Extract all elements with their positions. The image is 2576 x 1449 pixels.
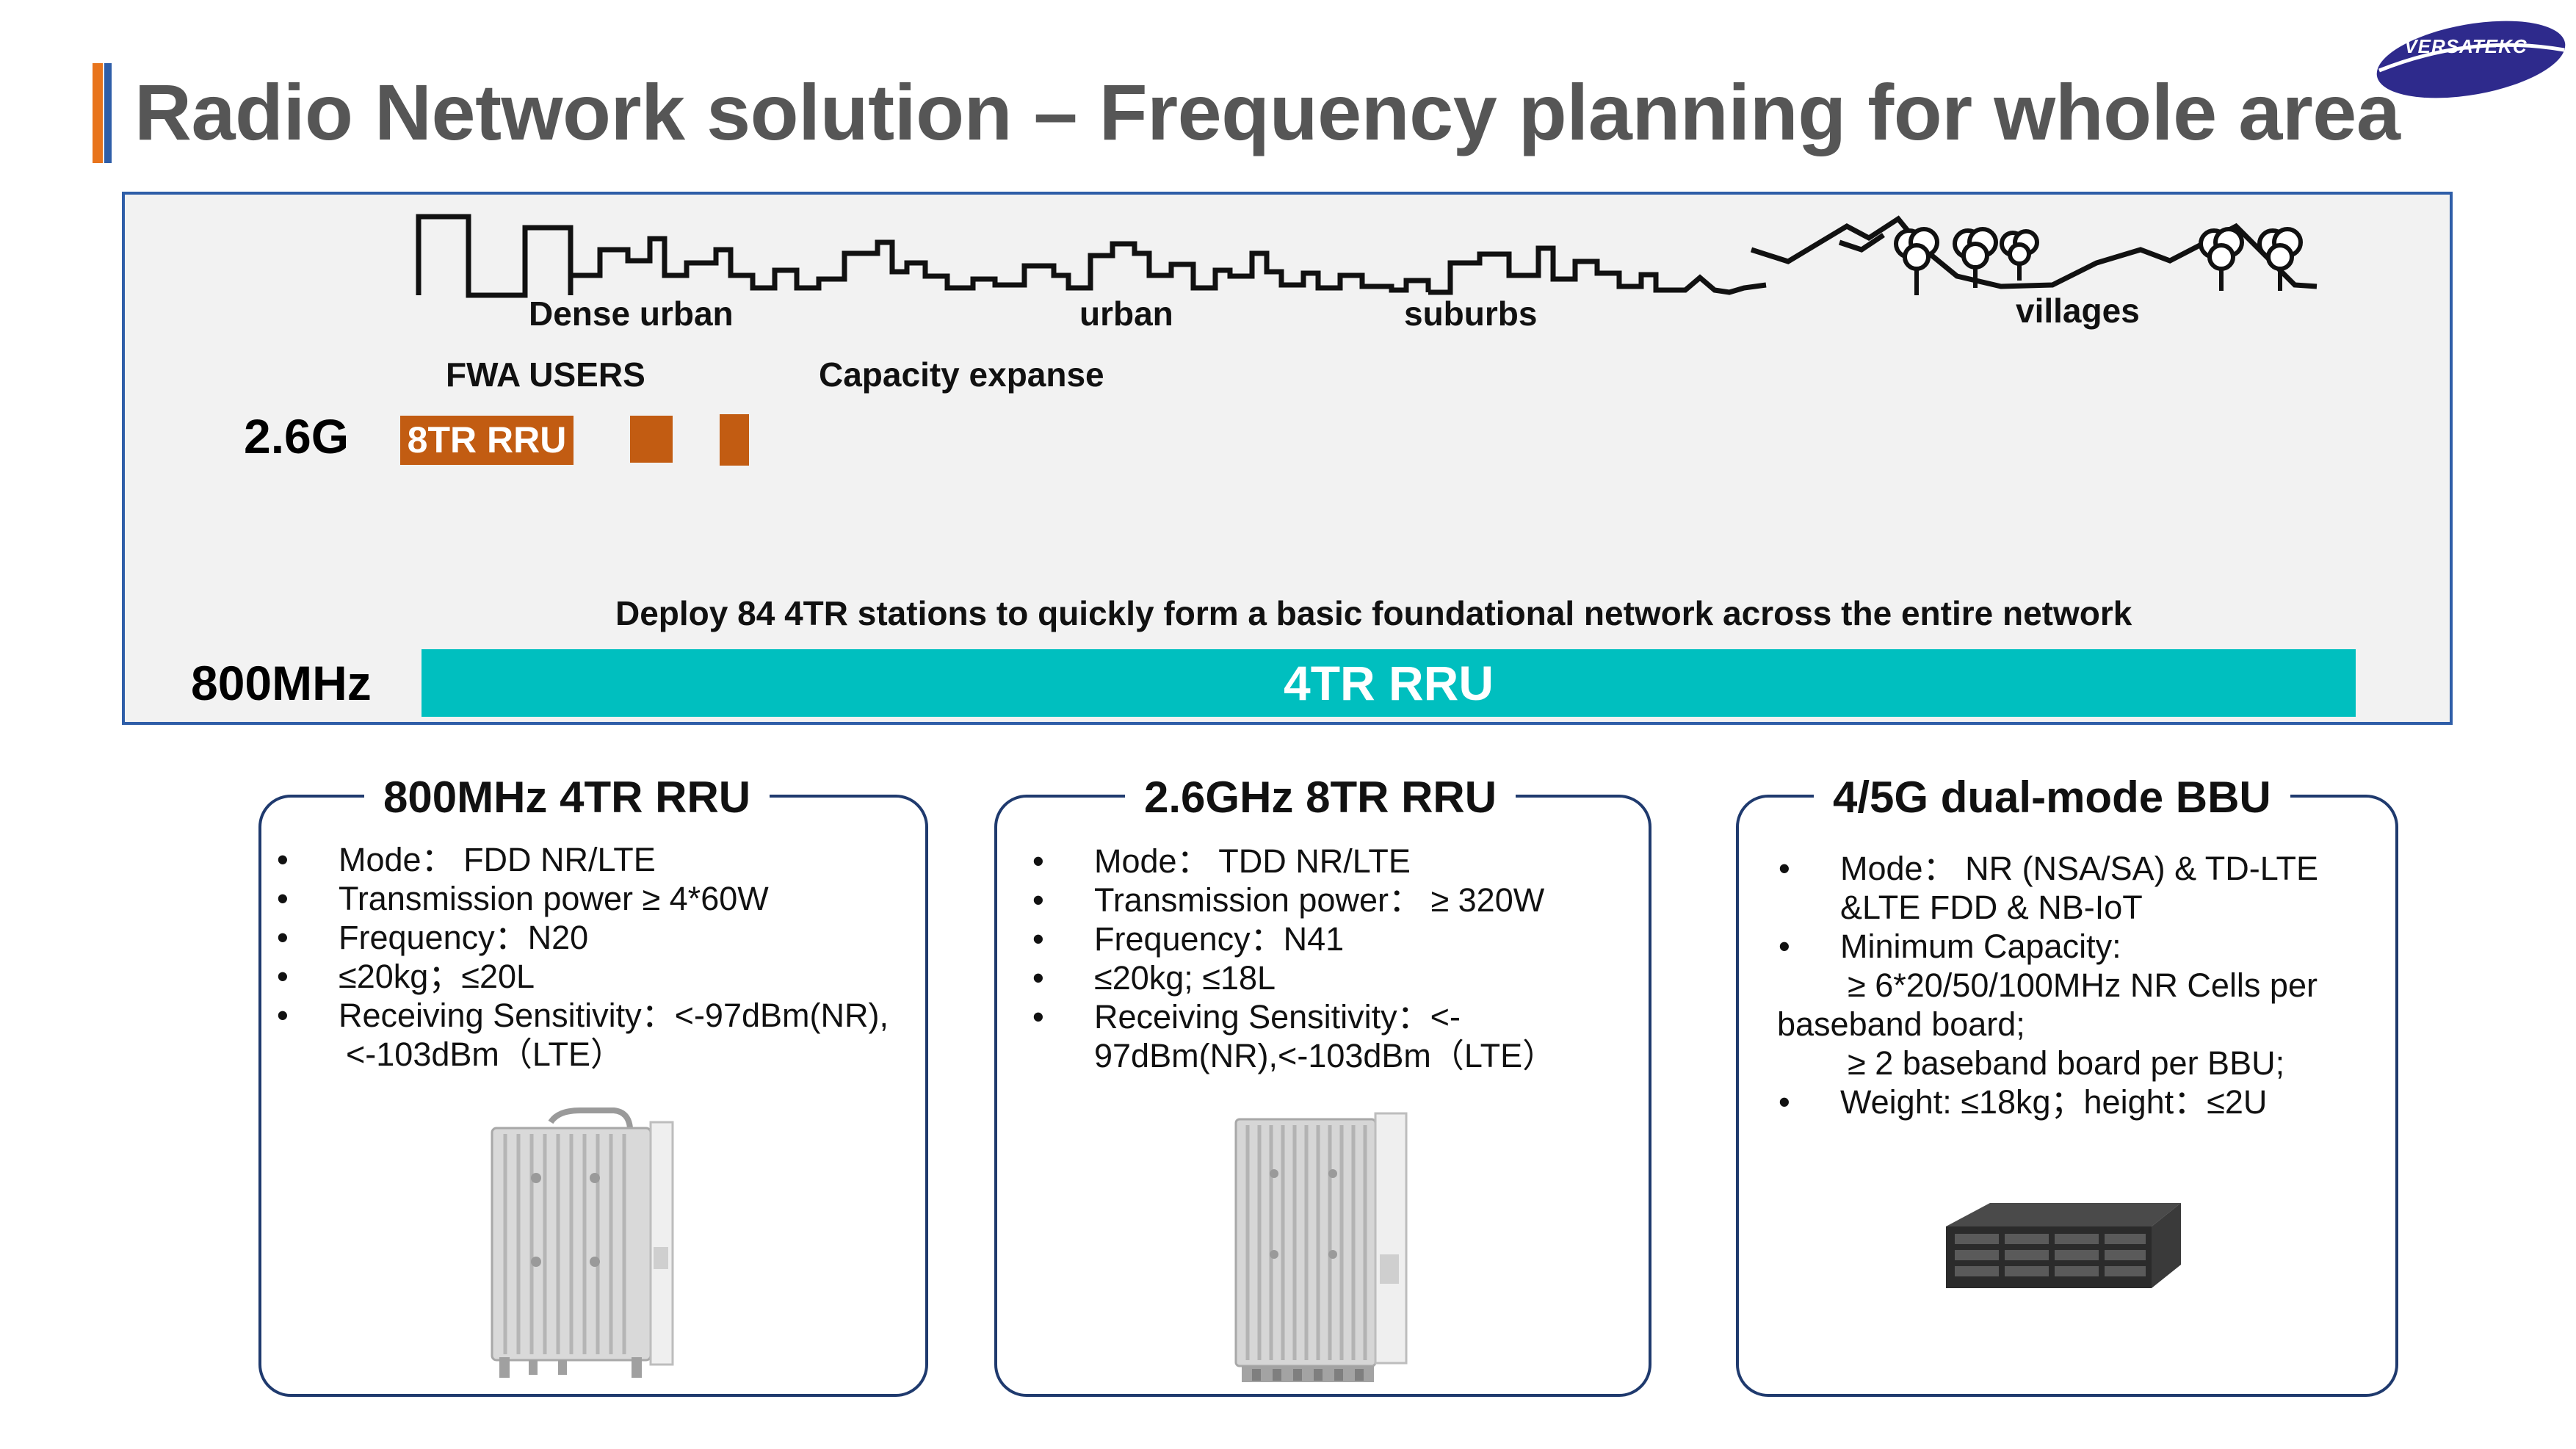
company-logo bbox=[2376, 21, 2566, 98]
zone-label-urban: urban bbox=[1079, 295, 1173, 333]
spec-item: Mode： NR (NSA/SA) & TD-LTE bbox=[1777, 849, 2394, 888]
page-title: Radio Network solution – Frequency plann… bbox=[134, 68, 2400, 156]
spec-item-continuation: baseband board; bbox=[1777, 1005, 2025, 1043]
spec-item-continuation: ≥ 6*20/50/100MHz NR Cells per bbox=[1848, 966, 2318, 1004]
skyline-illustration bbox=[416, 214, 2318, 298]
spec-item: Transmission power ≥ 4*60W bbox=[275, 879, 922, 918]
spec-item-continuation: ≥ 2 baseband board per BBU; bbox=[1848, 1044, 2285, 1082]
fwa-users-label: FWA USERS bbox=[446, 355, 645, 394]
capacity-expanse-label: Capacity expanse bbox=[819, 355, 1104, 394]
rru-device-image bbox=[1234, 1112, 1408, 1382]
zone-label-villages: villages bbox=[2016, 292, 2140, 330]
band-label-800mhz: 800MHz bbox=[191, 656, 372, 710]
card-title: 800MHz 4TR RRU bbox=[383, 773, 751, 822]
spec-item: Minimum Capacity: bbox=[1777, 927, 2394, 966]
rru-device-image bbox=[491, 1107, 674, 1378]
title-accent-bar-blue bbox=[104, 63, 112, 163]
zone-label-suburbs: suburbs bbox=[1404, 295, 1538, 333]
band-label-2-6g: 2.6G bbox=[244, 409, 350, 463]
spec-item-continuation: 97dBm(NR),<-103dBm（LTE） bbox=[1094, 1037, 1556, 1074]
spec-item-continuation: &LTE FDD & NB-IoT bbox=[1840, 889, 2143, 926]
card-spec-list: Mode： NR (NSA/SA) & TD-LTE &LTE FDD & NB… bbox=[1777, 849, 2394, 1121]
card-title: 2.6GHz 8TR RRU bbox=[1144, 773, 1497, 822]
spec-item: Mode： FDD NR/LTE bbox=[275, 840, 922, 879]
card-spec-list: Mode： TDD NR/LTE Transmission power： ≥ 3… bbox=[1031, 842, 1648, 1075]
rru-4tr-bar: 4TR RRU bbox=[422, 649, 2356, 717]
spec-item: Receiving Sensitivity：<- bbox=[1031, 997, 1648, 1036]
title-accent-bar bbox=[93, 63, 103, 163]
spec-item: Transmission power： ≥ 320W bbox=[1031, 881, 1648, 919]
card-title-wrap: 4/5G dual-mode BBU bbox=[1814, 768, 2290, 827]
rru-8tr-capacity-block-small bbox=[720, 414, 749, 466]
spec-item-continuation: <-103dBm（LTE） bbox=[346, 1036, 624, 1073]
spec-item: Receiving Sensitivity：<-97dBm(NR), bbox=[275, 996, 922, 1035]
spec-item: ≤20kg；≤20L bbox=[275, 957, 922, 996]
card-title-wrap: 800MHz 4TR RRU bbox=[364, 768, 770, 827]
spec-item: Frequency：N41 bbox=[1031, 919, 1648, 958]
zone-label-dense-urban: Dense urban bbox=[529, 295, 734, 333]
card-title-wrap: 2.6GHz 8TR RRU bbox=[1125, 768, 1516, 827]
card-title: 4/5G dual-mode BBU bbox=[1833, 773, 2271, 822]
deploy-description: Deploy 84 4TR stations to quickly form a… bbox=[615, 594, 2132, 632]
logo-text: VERSATEKC bbox=[2404, 35, 2528, 57]
spec-item: ≤20kg; ≤18L bbox=[1031, 958, 1648, 997]
card-spec-list: Mode： FDD NR/LTE Transmission power ≥ 4*… bbox=[275, 840, 922, 1074]
spec-item: Mode： TDD NR/LTE bbox=[1031, 842, 1648, 881]
spec-item: Weight: ≤18kg；height：≤2U bbox=[1777, 1083, 2394, 1121]
bbu-device-image bbox=[1946, 1203, 2181, 1288]
spec-item: Frequency：N20 bbox=[275, 918, 922, 957]
rru-8tr-capacity-block bbox=[630, 416, 673, 463]
rru-8tr-block: 8TR RRU bbox=[400, 416, 574, 465]
